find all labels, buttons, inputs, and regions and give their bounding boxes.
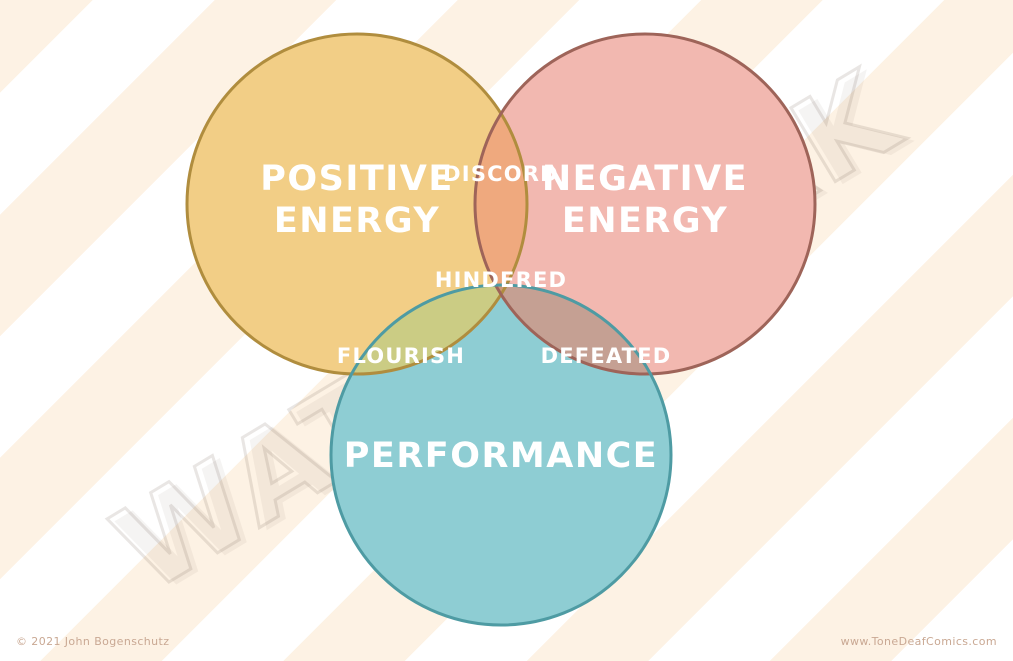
label-negative-energy-line1: NEGATIVE — [542, 159, 748, 199]
circle-positive-energy-outline — [185, 32, 529, 376]
circle-negative-energy — [475, 34, 815, 374]
circle-negative-energy-outline — [473, 32, 817, 376]
website-url: www.ToneDeafComics.com — [840, 635, 997, 648]
label-hindered: HINDERED — [435, 268, 567, 292]
label-positive-energy-line1: POSITIVE — [260, 159, 454, 199]
circle-performance — [331, 285, 671, 625]
label-performance: PERFORMANCE — [344, 436, 658, 476]
circle-positive-energy — [187, 34, 527, 374]
circle-performance-outline — [329, 283, 673, 627]
label-flourish: FLOURISH — [337, 344, 465, 368]
label-discord: DISCORD — [443, 162, 559, 186]
label-positive-energy-line2: ENERGY — [274, 201, 440, 241]
label-defeated: DEFEATED — [541, 344, 672, 368]
label-negative-energy-line2: ENERGY — [562, 201, 728, 241]
copyright-notice: © 2021 John Bogenschutz — [16, 635, 170, 648]
